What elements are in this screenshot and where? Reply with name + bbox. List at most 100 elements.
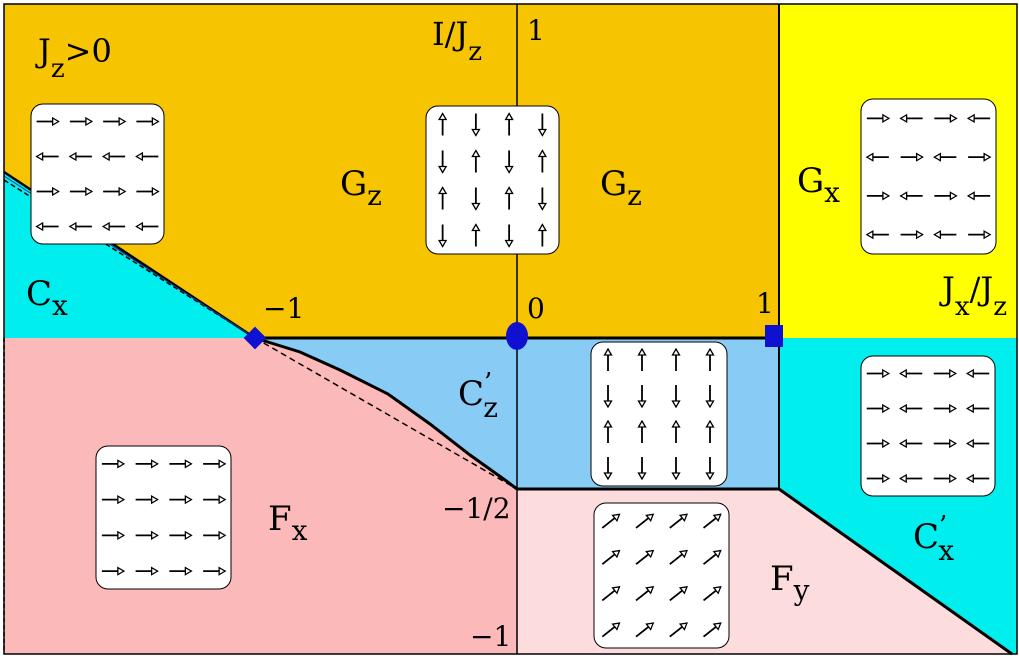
spin-arrow-upright — [635, 549, 655, 565]
spin-arrow-down — [671, 385, 681, 409]
spin-inset-gx — [860, 98, 997, 255]
spin-arrow-left — [135, 221, 159, 232]
spin-inset-frame — [425, 105, 560, 255]
spin-arrow-right — [169, 494, 193, 505]
boundary-fy-cx-prime — [778, 487, 1013, 656]
spin-arrow-upright — [635, 513, 655, 529]
spin-arrow-upright — [601, 622, 621, 638]
spin-arrow-right — [103, 186, 127, 197]
spin-arrow-right — [866, 473, 891, 484]
spin-arrow-right — [136, 186, 160, 197]
spin-arrow-right — [135, 530, 159, 541]
spin-inset-cz-prime — [590, 341, 728, 487]
spin-arrow-up — [603, 419, 613, 443]
spin-arrow-right — [900, 229, 924, 240]
spin-arrow-down — [537, 113, 548, 137]
spin-arrow-left — [933, 152, 957, 162]
y-axis-label: I/Jz — [432, 15, 482, 67]
spin-arrow-left — [865, 229, 889, 240]
y-axis-label-text: I/Jz — [432, 15, 482, 67]
spin-inset-frame — [590, 341, 728, 487]
spin-arrow-right — [135, 459, 159, 469]
spin-arrow-up — [671, 347, 681, 371]
spin-arrow-upright — [669, 622, 688, 638]
x-tick-zero: 0 — [527, 292, 545, 325]
spin-arrow-down — [437, 150, 448, 174]
spin-arrow-right — [169, 459, 193, 469]
spin-arrow-upright — [669, 513, 688, 529]
spin-arrow-up — [471, 149, 481, 173]
spin-arrow-upright — [601, 549, 621, 565]
spin-arrow-up — [637, 347, 647, 371]
spin-arrow-down — [671, 457, 681, 481]
spin-arrow-down — [637, 385, 647, 409]
spin-arrow-up — [437, 186, 448, 210]
spin-arrow-right — [933, 403, 958, 414]
phase-label-fx: Fx — [268, 499, 308, 547]
point-ellipse-origin — [506, 322, 528, 350]
y-tick-one: 1 — [527, 14, 545, 47]
spin-arrow-right — [866, 113, 891, 124]
spin-arrow-right — [933, 473, 958, 484]
spin-arrow-up — [537, 149, 548, 173]
spin-inset-cx-prime — [860, 355, 996, 497]
spin-arrow-left — [899, 191, 923, 201]
boundary-fx-cz-prime — [254, 336, 518, 491]
spin-inset-cx — [30, 103, 165, 245]
spin-arrow-left — [898, 403, 923, 414]
x-axis-label: Jx/Jz — [939, 270, 1007, 322]
spin-arrow-right — [36, 116, 60, 127]
spin-arrow-right — [866, 191, 891, 201]
spin-arrow-left — [101, 151, 126, 162]
spin-arrow-left — [898, 473, 923, 484]
spin-arrow-up — [705, 347, 715, 371]
spin-arrow-right — [866, 403, 891, 414]
point-square-one — [765, 325, 783, 347]
spin-arrow-down — [504, 150, 514, 174]
x-tick-minus-one: −1 — [263, 292, 304, 325]
spin-arrow-left — [965, 473, 990, 484]
x-tick-one: 1 — [756, 287, 774, 320]
spin-arrow-left — [35, 151, 59, 162]
spin-inset-frame — [860, 98, 997, 255]
spin-arrow-down — [603, 385, 613, 409]
spin-arrow-right — [203, 459, 227, 469]
spin-arrow-up — [537, 223, 548, 247]
spin-arrow-left — [933, 229, 957, 240]
phase-label-gx: Gx — [797, 161, 840, 209]
spin-arrow-right — [968, 229, 992, 240]
condition-label: Jz>0 — [35, 32, 112, 84]
spin-inset-frame — [860, 355, 996, 497]
spin-arrow-right — [101, 459, 126, 469]
phase-label-gz-left: Gz — [340, 164, 382, 212]
spin-arrow-down — [705, 385, 715, 409]
spin-arrow-left — [899, 113, 923, 124]
spin-arrow-right — [69, 186, 94, 197]
spin-arrow-up — [437, 112, 448, 136]
spin-arrow-right — [900, 152, 924, 162]
spin-arrow-right — [136, 116, 160, 127]
spin-arrow-down — [471, 113, 481, 137]
y-tick-minus-one: −1 — [470, 620, 511, 653]
spin-arrow-upright — [635, 586, 655, 602]
spin-arrow-down — [437, 224, 448, 248]
spin-arrow-left — [68, 221, 92, 232]
y-tick-minus-half: −1/2 — [442, 492, 511, 525]
spin-arrow-right — [135, 566, 159, 576]
spin-arrow-right — [203, 530, 227, 541]
spin-arrow-right — [933, 438, 958, 449]
spin-arrow-right — [866, 368, 891, 379]
spin-arrow-upright — [601, 513, 621, 529]
phase-label-fy: Fy — [770, 559, 810, 607]
spin-arrow-upright — [702, 622, 722, 638]
spin-inset-frame — [95, 445, 232, 590]
spin-arrow-right — [203, 566, 227, 576]
spin-arrow-up — [603, 347, 613, 371]
spin-arrow-upright — [669, 586, 688, 602]
spin-arrow-upright — [601, 586, 621, 602]
spin-arrow-right — [36, 186, 60, 197]
spin-arrow-upright — [635, 622, 655, 638]
condition-label-text: Jz>0 — [35, 32, 112, 84]
